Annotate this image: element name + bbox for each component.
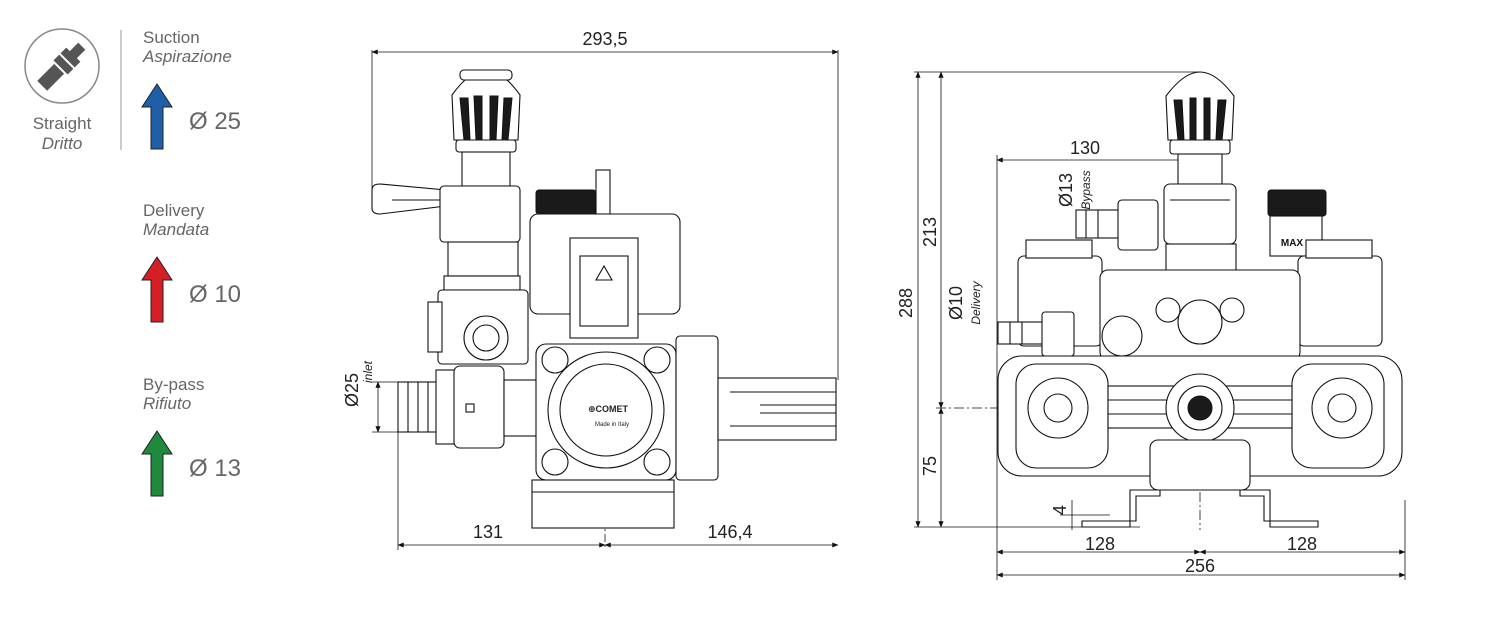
delivery-label-it: Mandata — [143, 220, 209, 239]
pressure-regulator-knob — [451, 69, 521, 187]
red-arrow-icon — [141, 256, 173, 323]
dim-delivery-diameter: Ø10 — [946, 286, 966, 320]
dim-height-axis: 75 — [920, 456, 940, 476]
suction-diameter: Ø 25 — [189, 108, 241, 135]
bypass-label-it: Rifiuto — [143, 394, 191, 413]
suction-label: Suction — [143, 28, 200, 47]
straight-fitting-icon — [24, 28, 100, 104]
dim-inlet-diameter: Ø25 — [342, 373, 362, 407]
dim-height-upper: 213 — [920, 217, 940, 247]
dim-foot-thickness: 4 — [1050, 505, 1070, 515]
inlet-label: inlet — [361, 360, 375, 383]
blue-arrow-icon — [141, 83, 173, 150]
dim-half-right: 128 — [1287, 534, 1317, 554]
fitting-label-it: Dritto — [42, 134, 83, 153]
dim-half-left: 128 — [1085, 534, 1115, 554]
dim-bypass-offset: 130 — [1070, 138, 1100, 158]
right-foot — [1239, 489, 1319, 528]
bypass-port-label: Bypass — [1079, 170, 1093, 209]
inlet-hose-barb — [397, 365, 549, 449]
delivery-label: Delivery — [143, 201, 205, 220]
bypass-lever — [371, 183, 447, 215]
left-foot — [1081, 489, 1161, 528]
dim-foot-width: 256 — [1185, 556, 1215, 576]
dim-left-span: 131 — [473, 522, 503, 542]
front-view: 288 213 75 130 Ø13 Bypass Ø10 Delivery 4… — [896, 71, 1406, 580]
max-label: MAX — [1281, 238, 1304, 249]
legend: Straight Dritto Suction Aspirazione Ø 25… — [24, 28, 241, 497]
dim-overall-width: 293,5 — [582, 29, 627, 49]
bypass-diameter: Ø 13 — [189, 455, 241, 482]
svg-text:⊕COMET: ⊕COMET — [588, 404, 629, 414]
bypass-label: By-pass — [143, 375, 204, 394]
dim-height-total: 288 — [896, 288, 916, 318]
delivery-port-label: Delivery — [969, 280, 983, 324]
fitting-label: Straight — [33, 114, 92, 133]
badge-made-in-italy: Made in Italy — [595, 422, 629, 428]
front-regulator-knob — [1165, 71, 1235, 185]
dim-bypass-diameter: Ø13 — [1056, 173, 1076, 207]
suction-label-it: Aspirazione — [142, 47, 232, 66]
side-view: 293,5 131 146,4 Ø25 inlet — [342, 29, 839, 550]
green-arrow-icon — [141, 430, 173, 497]
delivery-diameter: Ø 10 — [189, 281, 241, 308]
dim-right-span: 146,4 — [707, 522, 752, 542]
